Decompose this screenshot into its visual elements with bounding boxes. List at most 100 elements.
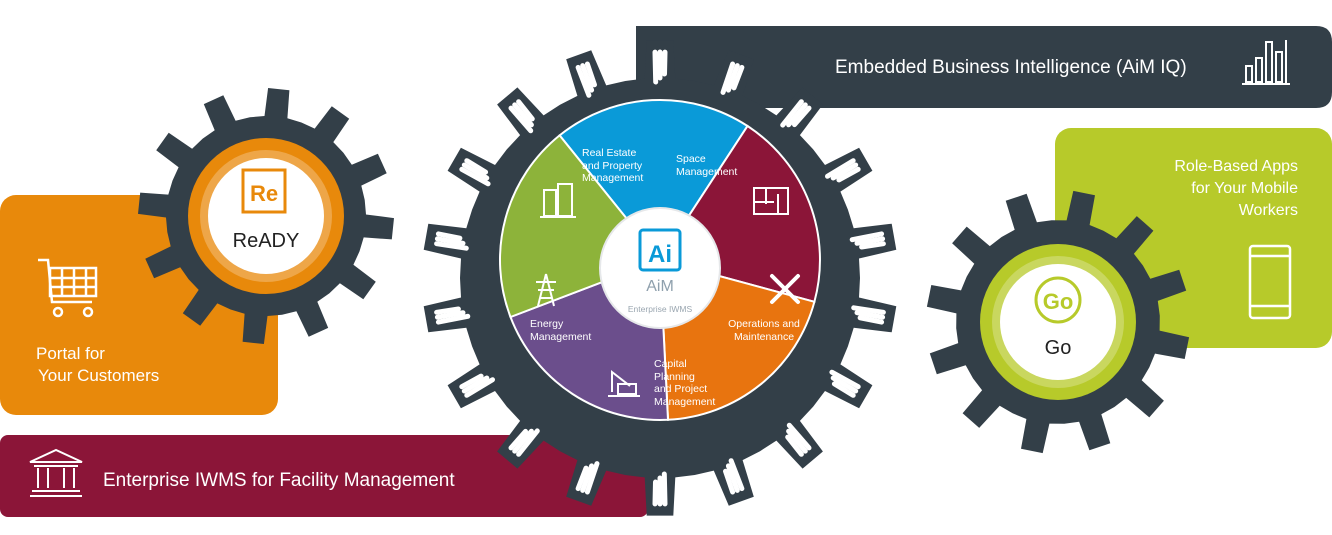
rim-mark [461,162,490,181]
rim-mark [464,377,495,398]
segment-line: Management [530,330,592,343]
rim-mark [459,373,484,390]
segment-line: Operations and [728,318,800,330]
tablet-icon [1248,244,1292,320]
segment-line: Planning [654,370,695,383]
rim-mark [785,434,804,457]
portal-line-2: Your Customers [38,366,160,385]
ready-hub [208,158,324,274]
rim-mark [792,105,812,128]
segment-line: Management [676,165,738,178]
rim-mark [584,61,597,88]
rim-mark [459,166,491,187]
rim-mark [854,310,886,320]
rim-mark [851,305,886,315]
rim-mark [829,369,861,390]
rim-mark [575,64,592,98]
rim-mark [831,381,856,398]
bar-chart-icon [1242,40,1290,85]
segment-line: Energy [530,318,564,330]
segment-line: Real Estate [582,147,637,159]
rim-mark [786,422,812,451]
rim-mark [854,236,886,246]
iwms-label: Enterprise IWMS for Facility Management [103,470,455,491]
segment-energy-label: Energy Management [530,318,591,343]
rim-mark [849,231,885,243]
rim-mark [786,428,808,454]
ready-badge-text: Re [250,181,278,206]
rim-mark [652,479,658,507]
segment-line: and Property [582,159,643,172]
rim-mark [435,231,463,241]
rim-mark [508,428,528,451]
tools-icon [770,274,800,304]
go-name: Go [1044,337,1072,359]
rim-mark [857,315,885,325]
rim-mark [661,471,668,507]
rim-mark [434,306,461,315]
rim-mark [652,49,659,85]
rim-mark [584,461,600,495]
aim-subtitle: Enterprise IWMS [627,304,693,314]
mobile-line-1: Role-Based Apps [1174,158,1298,175]
bi-label: Embedded Business Intelligence (AiM IQ) [835,57,1187,78]
aim-badge [638,228,682,272]
aim-name: AiM [646,278,674,295]
segment-line: Space [676,153,706,165]
bi-banner [636,26,1332,108]
segment-line: and Project [654,383,708,395]
rim-mark [434,241,469,251]
portal-label: Portal for Your Customers [36,343,236,387]
rim-mark [723,468,736,495]
floor-plan-icon [753,187,789,215]
power-tower-icon [536,273,556,307]
shopping-cart-icon [38,258,98,318]
rim-mark [786,102,808,128]
rim-mark [836,166,861,183]
rim-mark [731,64,745,91]
segment-capital-label: Capital Planning and Project Management [654,358,715,408]
rim-mark [464,158,489,175]
rim-mark [580,463,595,493]
go-badge [1034,276,1082,324]
rim-mark [512,428,534,454]
rim-mark [580,63,595,93]
module-segment [558,98,749,262]
segment-operations-label: Operations and Maintenance [716,318,812,343]
rim-mark [434,236,466,246]
rim-mark [830,162,859,181]
rim-mark [780,99,804,128]
rim-mark [720,61,736,95]
go-badge-text: Go [1043,289,1074,314]
aim-badge-text: Ai [648,241,672,268]
rim-mark [512,102,534,128]
rim-mark [728,458,745,492]
segment-space-label: Space Management [676,153,737,178]
rim-mark [508,105,534,134]
segment-real-estate-label: Real Estate and Property Management [582,147,643,185]
rim-mark [434,310,466,320]
crane-icon [608,369,640,397]
rim-mark [830,375,859,394]
segment-line: Maintenance [733,330,795,343]
gear-rim-marks [434,49,886,507]
iwms-banner [0,435,648,517]
rim-mark [825,158,856,179]
mobile-apps-label: Role-Based Apps for Your Mobile Workers [1108,156,1298,222]
rim-mark [725,463,740,493]
segment-line: Management [582,172,644,184]
rim-mark [725,63,740,93]
rim-mark [516,99,535,122]
ready-name: ReADY [232,230,300,252]
rim-mark [461,375,490,394]
rim-mark [516,428,540,457]
rim-mark [435,313,471,325]
rim-mark [575,465,589,492]
mobile-line-2: for Your Mobile [1191,180,1298,197]
segment-line: Capital [654,358,687,370]
ready-badge [241,168,287,214]
mobile-line-3: Workers [1238,202,1298,219]
buildings-icon [540,183,576,218]
